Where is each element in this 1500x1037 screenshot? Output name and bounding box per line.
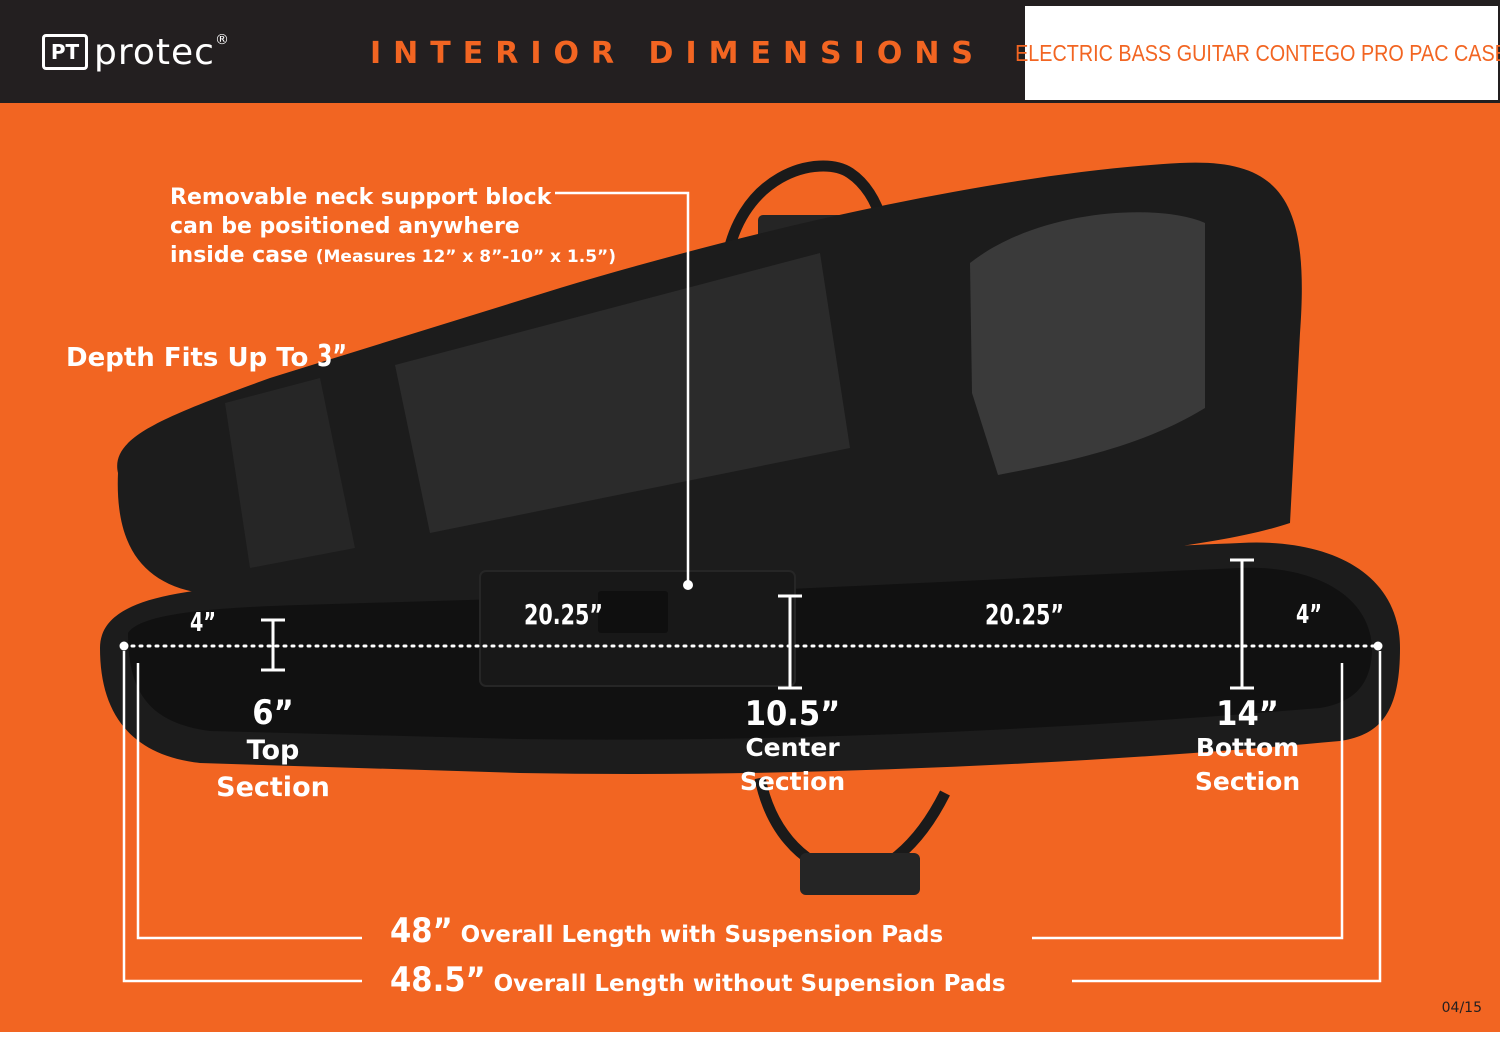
neck-block-line-3: inside case (Measures 12” x 8”-10” x 1.5… [170, 241, 616, 272]
length-without-pads-label: 48.5” Overall Length without Supension P… [390, 960, 1006, 1000]
length-with-pads-bracket-left [136, 663, 362, 940]
top-section-label: 6” Top Section [213, 695, 333, 806]
bottom-width-value: 14” [1216, 694, 1279, 734]
center-section-word-2: Section [739, 767, 846, 796]
length-without-pads-value: 48.5” [390, 960, 486, 1000]
bottom-section-label: 14” Bottom Section [1180, 697, 1315, 799]
bottom-section-word-2: Section [1194, 767, 1301, 796]
center-section-word-1: Center [745, 733, 840, 762]
width-marker-top [261, 618, 285, 672]
lid-pocket-panel [395, 253, 850, 533]
top-section-word-1: Top [246, 735, 300, 766]
brand-wordmark: protec [94, 31, 215, 73]
protec-logo: PT protec® [42, 32, 230, 73]
segment-right-label: 20.25” [985, 598, 1064, 631]
neck-block-line-2: can be positioned anywhere [170, 214, 520, 239]
depth-callout: Depth Fits Up To 3” [66, 339, 354, 374]
width-marker-bottom [1230, 558, 1254, 690]
guitar-case-illustration [100, 160, 1400, 983]
length-with-pads-value: 48” [390, 911, 453, 951]
page-title: INTERIOR DIMENSIONS [370, 36, 986, 71]
length-end-dot [1373, 641, 1383, 651]
length-with-pads-label: 48” Overall Length with Suspension Pads [390, 911, 943, 951]
top-gap-label: 4” [190, 608, 216, 638]
lid-mesh-pocket [970, 212, 1205, 475]
center-section-label: 10.5” Center Section [725, 697, 860, 799]
length-start-dot [119, 641, 129, 651]
neck-block-leader-dot [683, 580, 693, 590]
bottom-section-word-1: Bottom [1195, 733, 1300, 762]
top-section-word-2: Section [216, 772, 330, 803]
bottom-handle-grip [800, 853, 920, 895]
segment-left-label: 20.25” [524, 598, 603, 631]
neck-block-leader-line [555, 191, 690, 585]
date-code: 04/15 [1441, 1000, 1482, 1016]
center-width-value: 10.5” [744, 694, 841, 734]
bottom-gap-label: 4” [1296, 600, 1322, 630]
neck-block-line-3-text: inside case [170, 243, 309, 268]
length-with-pads-text: Overall Length with Suspension Pads [452, 922, 944, 948]
width-marker-center [778, 594, 802, 690]
depth-text: Depth Fits Up To [66, 343, 318, 373]
length-with-pads-bracket-right [1032, 663, 1344, 940]
length-without-pads-text: Overall Length without Supension Pads [485, 971, 1006, 997]
lid-strap-panel [225, 378, 355, 568]
depth-value: 3” [317, 339, 348, 374]
top-width-value: 6” [252, 693, 294, 733]
product-name-box: ELECTRIC BASS GUITAR CONTEGO PRO PAC CAS… [1015, 6, 1500, 100]
pt-logo-icon: PT [42, 34, 88, 70]
length-without-pads-bracket-left [122, 651, 362, 983]
trademark-symbol: ® [214, 31, 230, 48]
length-without-pads-bracket-right [1072, 651, 1382, 983]
diagram-area: Removable neck support block can be posi… [0, 103, 1500, 1032]
brand-name: protec® [94, 32, 230, 73]
neck-block-measurements: (Measures 12” x 8”-10” x 1.5”) [315, 247, 616, 267]
header-bar: PT protec® INTERIOR DIMENSIONS ELECTRIC … [0, 0, 1500, 103]
neck-block-callout: Removable neck support block can be posi… [170, 183, 616, 272]
product-name: ELECTRIC BASS GUITAR CONTEGO PRO PAC CAS… [1015, 39, 1500, 66]
neck-block-line-1: Removable neck support block [170, 185, 552, 210]
neck-block-strap [598, 591, 668, 633]
